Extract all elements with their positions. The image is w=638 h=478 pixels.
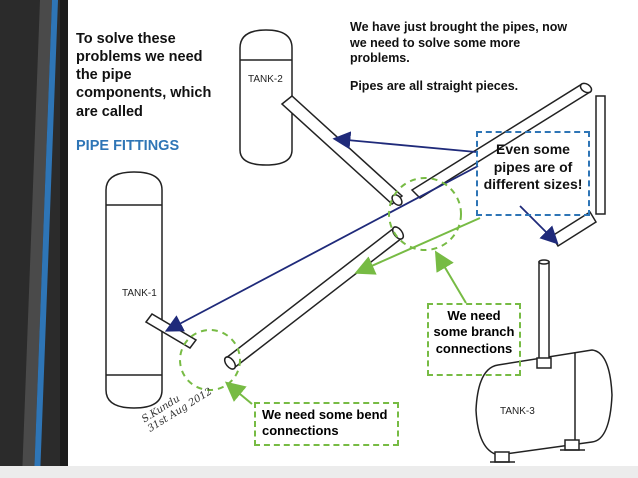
tank1-label: TANK-1	[122, 288, 157, 299]
bottom-bar	[0, 466, 638, 478]
tank2-label: TANK-2	[248, 74, 283, 85]
arrow-bend	[224, 381, 253, 405]
arrow-branch-1	[354, 217, 481, 275]
top-text-1: We have just brought the pipes, now we n…	[350, 20, 568, 66]
tank3-label: TANK-3	[500, 406, 535, 417]
top-text-2: Pipes are all straight pieces.	[350, 79, 519, 93]
arrow-branch-2	[434, 250, 467, 304]
intro-text: To solve these problems we need the pipe…	[76, 31, 212, 120]
tank-3	[475, 349, 613, 463]
sidebar-accent-stripe	[34, 0, 58, 478]
pipes	[144, 82, 606, 370]
arrow-to-pipe-1	[332, 131, 477, 153]
sidebar-stripe-edge	[60, 0, 68, 478]
pipe-4	[224, 226, 404, 370]
bend-connections-callout: We need some bend connections	[254, 402, 399, 446]
sidebar-diagonal-stripe	[22, 0, 52, 478]
branch-circle	[388, 177, 462, 251]
tank-2	[239, 29, 293, 166]
pipe-6	[550, 210, 598, 248]
pipe-1	[280, 95, 404, 205]
branch-connections-callout: We need some branch connections	[427, 303, 521, 376]
vertical-pipe-tank3	[536, 259, 552, 369]
pipe-5	[595, 95, 606, 215]
different-sizes-callout: Even some pipes are of different sizes!	[476, 131, 590, 216]
arrow-to-tank1-pipe	[164, 165, 479, 332]
bend-circle	[179, 329, 241, 391]
arrow-to-small-pipe	[519, 205, 559, 245]
pipe-fittings-heading: PIPE FITTINGS	[76, 138, 180, 154]
tank-1	[105, 171, 163, 409]
